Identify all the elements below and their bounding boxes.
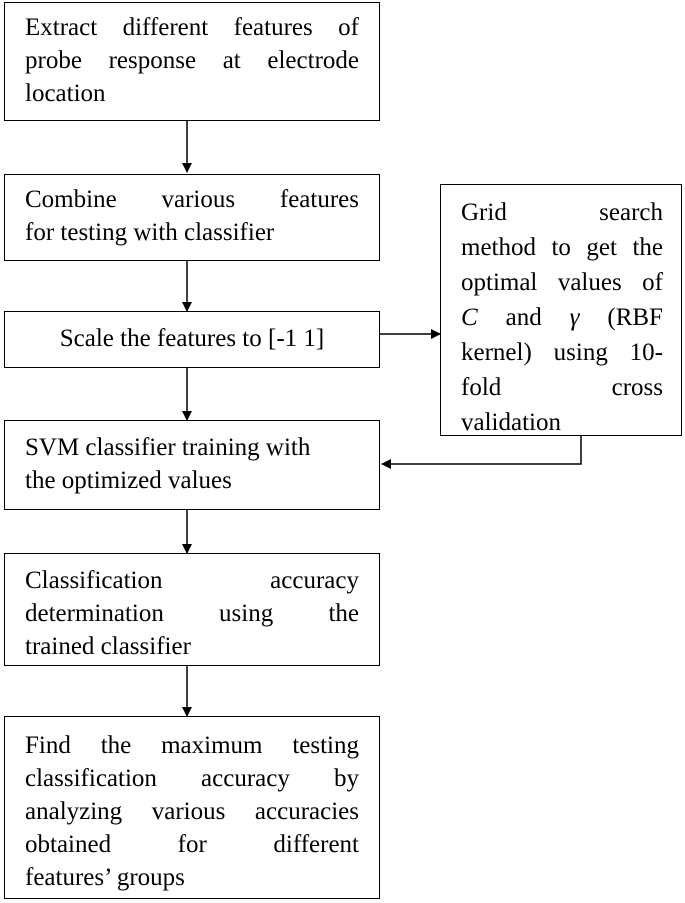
step-svm-line-1: SVM classifier training with — [25, 434, 311, 461]
step-maximum-line-1: Find the maximum testing — [25, 732, 359, 759]
step-accuracy-line-2: determination using the — [25, 600, 359, 627]
grid-line-1: Grid search — [461, 199, 663, 226]
step-extract-line-1: Extract different features of — [25, 14, 359, 41]
rbf-label: (RBF — [607, 304, 663, 331]
grid-line-4: C and γ (RBF — [461, 300, 663, 335]
step-scale-text: Scale the features to [-1 1] — [59, 325, 325, 352]
c-symbol: C — [461, 304, 478, 331]
step-combine-features: Combine various features for testing wit… — [4, 174, 380, 261]
grid-line-2: method to get the — [461, 234, 663, 261]
arrow-grid-to-svm — [381, 436, 582, 469]
gamma-symbol: γ — [569, 304, 580, 331]
grid-line-7: validation — [461, 409, 561, 436]
step-accuracy-line-3: trained classifier — [25, 633, 191, 660]
step-svm-line-2: the optimized values — [25, 467, 232, 494]
step-extract-features: Extract different features of probe resp… — [4, 2, 380, 121]
step-accuracy-determination: Classification accuracy determination us… — [4, 553, 380, 666]
step-extract-line-3: location — [25, 80, 106, 107]
step-combine-line-2: for testing with classifier — [25, 219, 275, 246]
step-extract-line-2: probe response at electrode — [25, 47, 359, 74]
grid-line-5: kernel) using 10- — [461, 339, 663, 366]
grid-line-6: fold cross — [461, 374, 663, 401]
step-svm-training: SVM classifier training with the optimiz… — [4, 420, 380, 510]
and-word: and — [505, 304, 542, 331]
step-find-maximum: Find the maximum testing classification … — [4, 716, 380, 899]
step-maximum-line-2: classification accuracy by — [25, 765, 359, 792]
step-grid-search: Grid search method to get the optimal va… — [440, 184, 682, 436]
grid-line-3: optimal values of — [461, 269, 663, 296]
step-maximum-line-4: obtained for different — [25, 831, 359, 858]
step-maximum-line-3: analyzing various accuracies — [25, 798, 359, 825]
step-scale-features: Scale the features to [-1 1] — [4, 311, 380, 368]
step-combine-line-1: Combine various features — [25, 186, 359, 213]
step-accuracy-line-1: Classification accuracy — [25, 567, 359, 594]
step-maximum-line-5: features’ groups — [25, 864, 185, 891]
